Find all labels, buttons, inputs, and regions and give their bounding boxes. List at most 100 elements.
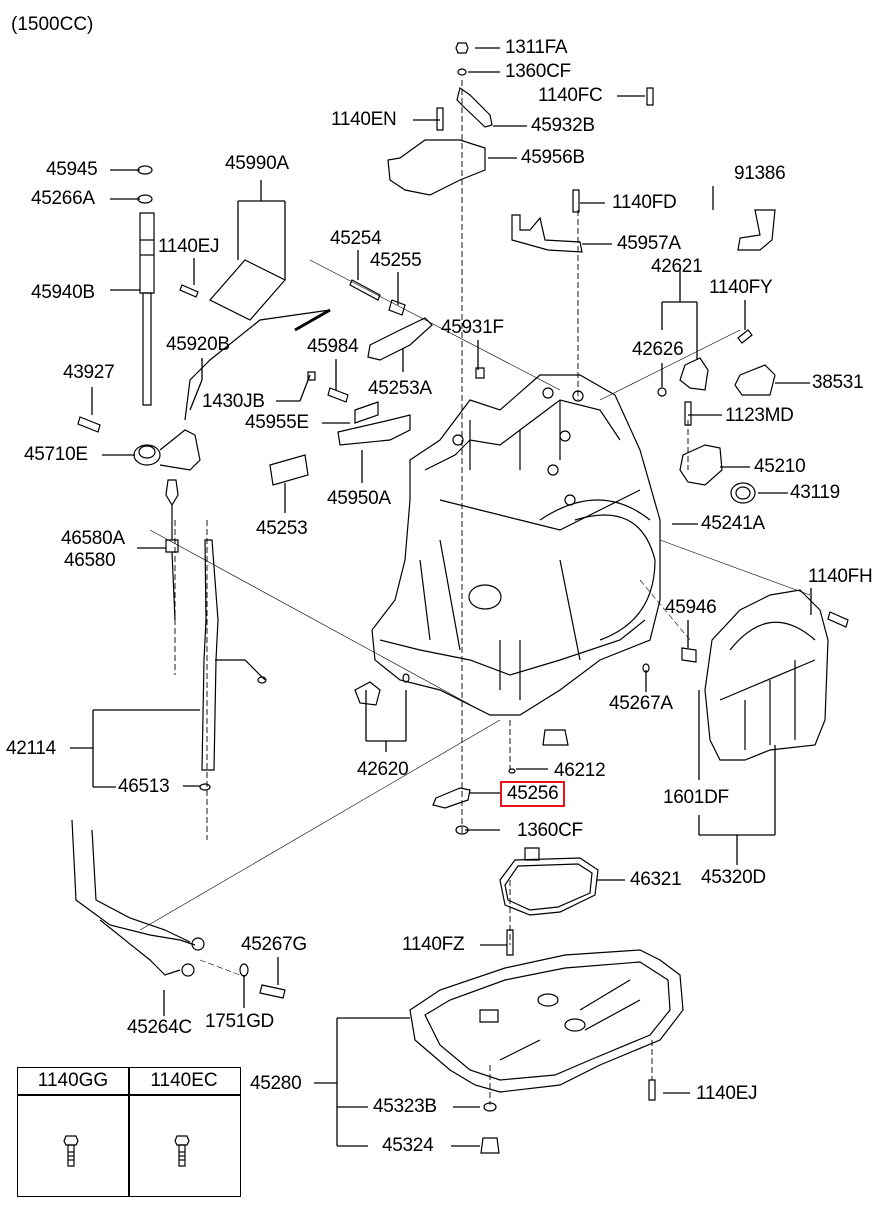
part-label-46513[interactable]: 46513 [118, 776, 170, 797]
part-label-45710E[interactable]: 45710E [24, 444, 88, 465]
part-label-45210[interactable]: 45210 [754, 456, 806, 477]
part-label-45324[interactable]: 45324 [382, 1135, 434, 1156]
part-label-45950A[interactable]: 45950A [327, 488, 391, 509]
part-label-91386[interactable]: 91386 [734, 163, 786, 184]
part-label-46321[interactable]: 46321 [630, 869, 682, 890]
part-label-45320D[interactable]: 45320D [701, 867, 766, 888]
plate-45253 [270, 455, 308, 485]
cooler-hose[interactable] [72, 820, 204, 976]
part-label-42626[interactable]: 42626 [632, 339, 684, 360]
part-label-45920B[interactable]: 45920B [166, 334, 230, 355]
cover-45210 [680, 445, 722, 485]
part-label-45323B[interactable]: 45323B [373, 1096, 437, 1117]
part-label-45253[interactable]: 45253 [256, 518, 308, 539]
washer-1360CF-top [458, 69, 466, 75]
part-label-1360CF-top[interactable]: 1360CF [505, 61, 571, 82]
part-label-1140FC[interactable]: 1140FC [538, 85, 603, 106]
part-label-45267G[interactable]: 45267G [241, 934, 307, 955]
part-label-1430JB[interactable]: 1430JB [202, 391, 265, 412]
gasket-45267A [643, 664, 649, 672]
part-label-1360CF-bot[interactable]: 1360CF [517, 820, 583, 841]
part-label-45956B[interactable]: 45956B [521, 147, 585, 168]
part-label-45255[interactable]: 45255 [370, 250, 422, 271]
part-label-45945[interactable]: 45945 [46, 159, 98, 180]
part-label-1140EJ-top[interactable]: 1140EJ [158, 236, 220, 257]
hex-bolt-icon [63, 1134, 79, 1168]
part-label-45264C[interactable]: 45264C [127, 1017, 192, 1038]
sensor-42620 [355, 682, 380, 705]
part-label-42621[interactable]: 42621 [651, 256, 703, 277]
plug-45946 [682, 648, 696, 662]
part-label-45253A[interactable]: 45253A [368, 378, 432, 399]
part-label-45280[interactable]: 45280 [250, 1073, 302, 1094]
oil-pan[interactable] [410, 950, 683, 1092]
bolt-1140EJ-bot [649, 1080, 655, 1100]
bolt-1140FH [828, 612, 848, 627]
part-label-45957A[interactable]: 45957A [617, 233, 681, 254]
part-label-45931F[interactable]: 45931F [441, 317, 504, 338]
part-label-46580[interactable]: 46580 [64, 550, 116, 571]
part-label-45932B[interactable]: 45932B [531, 115, 595, 136]
washer-45945[interactable] [138, 166, 152, 174]
part-label-1140FY[interactable]: 1140FY [709, 277, 773, 298]
legend-header-1140GG[interactable]: 1140GG [37, 1070, 109, 1091]
rod-45920B [185, 310, 330, 420]
manual-shaft[interactable] [140, 213, 154, 405]
sensor-42621 [680, 358, 708, 390]
plate-45955E [355, 402, 378, 423]
part-label-1751GD[interactable]: 1751GD [205, 1011, 274, 1032]
part-label-43119[interactable]: 43119 [790, 482, 840, 503]
part-label-45254[interactable]: 45254 [330, 228, 382, 249]
dipstick[interactable] [166, 480, 178, 620]
pin-1430JB [308, 372, 315, 380]
part-label-45267A[interactable]: 45267A [609, 693, 673, 714]
part-label-1140EJ-bot[interactable]: 1140EJ [696, 1083, 758, 1104]
part-label-45955E[interactable]: 45955E [245, 412, 309, 433]
bracket-38531 [735, 365, 775, 395]
transmission-case[interactable] [372, 375, 660, 715]
part-label-42114[interactable]: 42114 [6, 738, 56, 759]
part-label-45241A[interactable]: 45241A [701, 513, 765, 534]
engine-variant-title: (1500CC) [11, 14, 94, 35]
o-ring-46513[interactable] [200, 784, 210, 790]
part-label-1140EN[interactable]: 1140EN [331, 109, 397, 130]
part-label-43927[interactable]: 43927 [63, 362, 115, 383]
lever-45253A [368, 318, 432, 360]
bracket-45950A [338, 415, 410, 445]
detent-lever[interactable] [134, 430, 200, 470]
part-label-38531[interactable]: 38531 [812, 372, 864, 393]
drain-plug-45324 [481, 1138, 499, 1153]
part-label-42620[interactable]: 42620 [357, 759, 409, 780]
part-label-1601DF[interactable]: 1601DF [663, 787, 729, 808]
bolt-1140FD [573, 190, 579, 212]
legend-header-1140EC[interactable]: 1140EC [150, 1070, 218, 1091]
part-label-46580A[interactable]: 46580A [61, 528, 125, 549]
part-label-1123MD[interactable]: 1123MD [725, 405, 794, 426]
part-label-45256-highlighted[interactable]: 45256 [499, 781, 566, 807]
dipstick-tube[interactable] [202, 540, 266, 770]
part-label-1140FD[interactable]: 1140FD [612, 192, 677, 213]
part-label-46212[interactable]: 46212 [554, 760, 606, 781]
oil-strainer[interactable] [500, 848, 598, 915]
washer-1360CF-bot [456, 826, 468, 834]
part-label-45990A[interactable]: 45990A [225, 153, 289, 174]
seal-43119 [731, 483, 755, 503]
side-cover[interactable] [705, 590, 828, 760]
part-label-45984[interactable]: 45984 [307, 336, 359, 357]
seal-45266A[interactable] [138, 195, 152, 203]
lever-45256 [433, 788, 470, 808]
bracket-45957A [512, 215, 582, 252]
part-label-1140FH[interactable]: 1140FH [808, 566, 873, 587]
bolt-1140FC [647, 88, 653, 105]
part-label-45266A[interactable]: 45266A [31, 188, 95, 209]
part-label-45940B[interactable]: 45940B [31, 282, 95, 303]
bolt-43927 [78, 417, 100, 432]
part-label-1311FA[interactable]: 1311FA [505, 37, 568, 58]
bolt-1123MD [685, 402, 691, 425]
bolt-45984 [328, 388, 348, 402]
small-parts[interactable] [78, 43, 848, 1153]
bolt-1140EN [437, 108, 443, 130]
part-label-1140FZ[interactable]: 1140FZ [402, 934, 465, 955]
part-label-45946[interactable]: 45946 [665, 597, 717, 618]
